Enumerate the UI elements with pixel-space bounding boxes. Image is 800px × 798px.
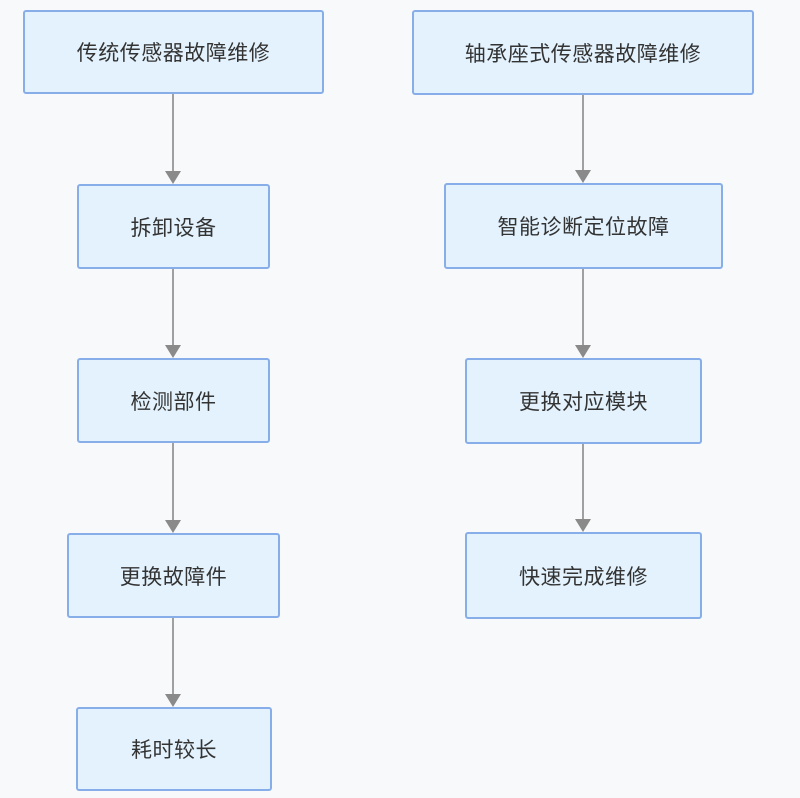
- arrow-head-icon: [165, 694, 181, 707]
- arrow-head-icon: [165, 520, 181, 533]
- arrow-line: [582, 444, 584, 519]
- flow-arrow: [165, 269, 181, 358]
- node-smart-diagnosis-locate-fault: 智能诊断定位故障: [444, 183, 723, 269]
- flow-arrow: [165, 94, 181, 184]
- node-bearing-seat-sensor-repair: 轴承座式传感器故障维修: [412, 10, 754, 95]
- flow-arrow: [575, 269, 591, 358]
- arrow-line: [172, 618, 174, 694]
- node-label: 拆卸设备: [130, 216, 217, 240]
- node-label: 传统传感器故障维修: [76, 42, 271, 65]
- node-quick-repair-complete: 快速完成维修: [465, 532, 702, 619]
- arrow-head-icon: [575, 519, 591, 532]
- arrow-head-icon: [165, 171, 181, 184]
- arrow-line: [582, 95, 584, 170]
- node-disassemble-equipment: 拆卸设备: [77, 184, 270, 269]
- node-label: 更换故障件: [119, 565, 228, 589]
- flow-arrow: [575, 95, 591, 183]
- node-time-consuming: 耗时较长: [76, 707, 272, 791]
- node-replace-faulty-parts: 更换故障件: [67, 533, 280, 618]
- arrow-head-icon: [575, 345, 591, 358]
- arrow-line: [172, 269, 174, 345]
- flow-arrow: [165, 618, 181, 707]
- node-replace-corresponding-module: 更换对应模块: [465, 358, 702, 444]
- node-traditional-sensor-repair: 传统传感器故障维修: [23, 10, 324, 94]
- node-label: 耗时较长: [131, 739, 217, 762]
- arrow-line: [172, 443, 174, 520]
- node-label: 智能诊断定位故障: [497, 216, 670, 239]
- arrow-line: [172, 94, 174, 171]
- arrow-head-icon: [575, 170, 591, 183]
- arrow-line: [582, 269, 584, 345]
- flow-arrow: [165, 443, 181, 533]
- node-inspect-components: 检测部件: [77, 358, 270, 443]
- node-label: 更换对应模块: [519, 391, 648, 414]
- arrow-head-icon: [165, 345, 181, 358]
- node-label: 快速完成维修: [519, 565, 648, 589]
- node-label: 轴承座式传感器故障维修: [464, 42, 702, 66]
- node-label: 检测部件: [130, 390, 217, 414]
- flow-arrow: [575, 444, 591, 532]
